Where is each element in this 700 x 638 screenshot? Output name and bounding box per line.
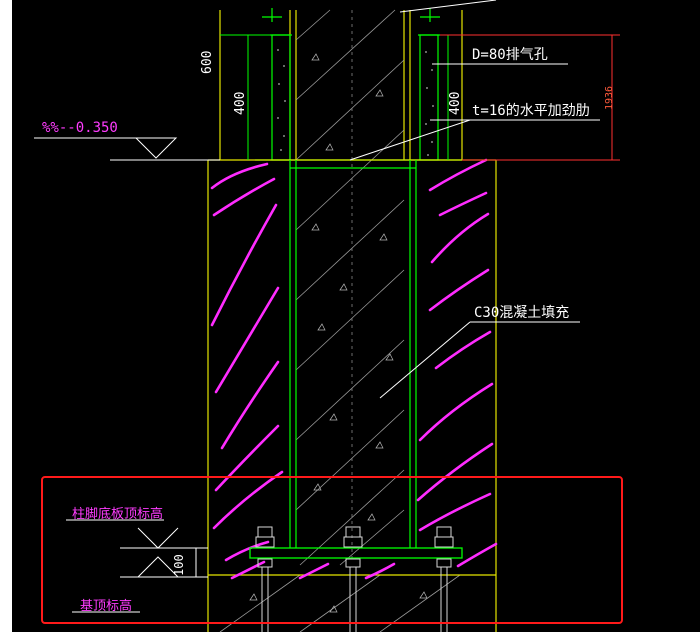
dim-600-label: 600 xyxy=(200,50,215,74)
stiffener-label: t=16的水平加劲肋 xyxy=(472,103,590,119)
dim-100-label: 100 xyxy=(172,554,186,576)
base-plate xyxy=(249,547,463,559)
dim-1936-label: 1936 xyxy=(604,85,615,110)
lower-column-webs xyxy=(289,160,417,548)
concrete-fill-label: C30混凝土填充 xyxy=(474,305,570,321)
dim-400-left-label: 400 xyxy=(233,91,248,115)
upper-flange-dots xyxy=(277,49,434,156)
elevation-label: %%--0.350 xyxy=(42,120,118,136)
highlight-box xyxy=(41,476,623,624)
dim-400-right-label: 400 xyxy=(448,91,463,115)
elevation-markers xyxy=(110,137,220,578)
vent-hole-label: D=80排气孔 xyxy=(472,47,548,63)
magenta-hatch-strokes xyxy=(210,158,498,580)
anchor-bolts xyxy=(255,526,454,632)
concrete-aggregate-marks xyxy=(249,53,428,613)
column-base-top-label: 柱脚底板顶标高 xyxy=(72,507,164,522)
foundation-top-label: 基顶标高 xyxy=(80,599,133,614)
dimension-1936-line xyxy=(440,34,620,161)
lower-column-outline xyxy=(207,159,497,632)
leader-lines xyxy=(34,0,600,613)
